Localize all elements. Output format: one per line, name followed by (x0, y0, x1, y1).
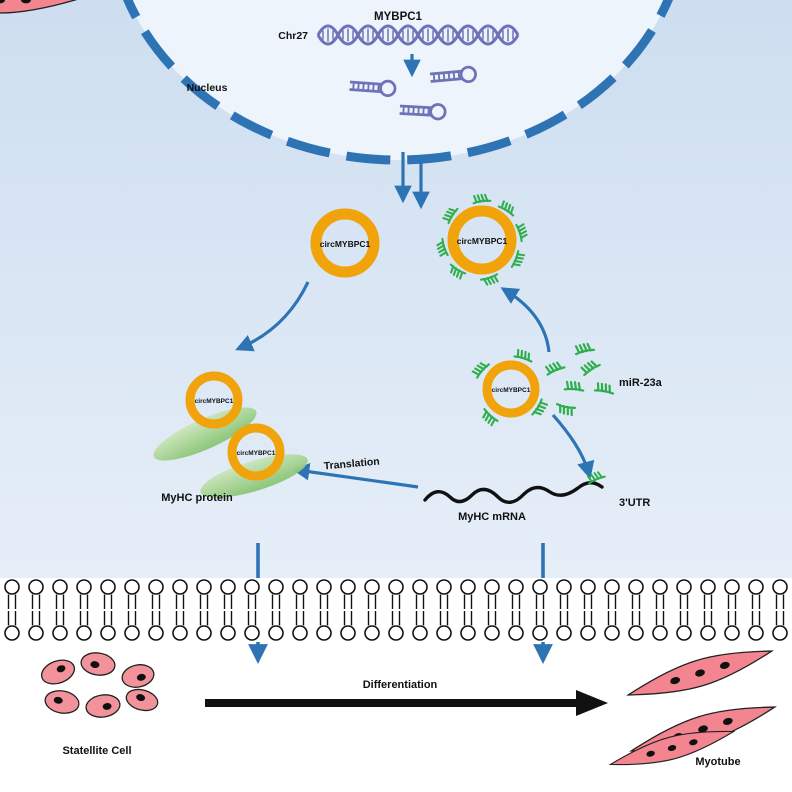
circmybpc1-plain: circMYBPC1 (310, 208, 380, 278)
myhc-protein-complex: circMYBPC1 circMYBPC1 MyHC protein (153, 371, 308, 504)
translation-label: Translation (323, 456, 380, 473)
satellite-cell (44, 690, 80, 714)
circmybpc1-label: circMYBPC1 (195, 398, 234, 405)
mir23a-label: miR-23a (619, 377, 663, 389)
myhc-mrna: MyHC mRNA 3'UTR (423, 469, 650, 523)
gene-label: MYBPC1 (374, 11, 423, 23)
differentiation-label: Differentiation (363, 679, 438, 691)
satellite-cell (121, 664, 155, 688)
satellite-cell (40, 659, 76, 685)
circmybpc1-label: circMYBPC1 (492, 387, 531, 394)
myhc-mrna-label: MyHC mRNA (458, 511, 526, 523)
circmybpc1-ring (185, 371, 243, 429)
dna-strand (316, 24, 520, 46)
sponge-to-circ-arrow (500, 287, 551, 353)
nucleus-membrane (123, 0, 673, 165)
circmybpc1-mirna-sponge: circMYBPC1 (470, 347, 550, 428)
membrane-bilayer (0, 578, 792, 642)
satellite-cells (40, 652, 159, 718)
satellite-cell (125, 688, 159, 712)
to-utr-arrow (551, 413, 595, 480)
satellite-cell (80, 652, 116, 676)
translation-arrow (291, 462, 419, 489)
satellite-cell (85, 694, 121, 718)
circmybpc1-label: circMYBPC1 (237, 450, 276, 457)
satellite-cell-label: Statellite Cell (62, 745, 131, 757)
circmybpc1-ring (227, 423, 285, 481)
myhc-protein-label: MyHC protein (161, 492, 233, 504)
circmybpc1-mirna-bound: circMYBPC1 (435, 193, 529, 287)
circmybpc1-label: circMYBPC1 (457, 236, 508, 246)
chromosome-label: Chr27 (278, 30, 308, 42)
nucleus-label: Nucleus (187, 82, 228, 94)
mrna-wave (423, 481, 604, 504)
myotube-label: Myotube (695, 756, 740, 768)
to-protein-complex-arrow (235, 281, 310, 352)
dna-helix (316, 24, 520, 46)
utr3-label: 3'UTR (619, 497, 650, 509)
differentiation-arrow (205, 690, 608, 716)
circmybpc1-label: circMYBPC1 (320, 239, 371, 249)
